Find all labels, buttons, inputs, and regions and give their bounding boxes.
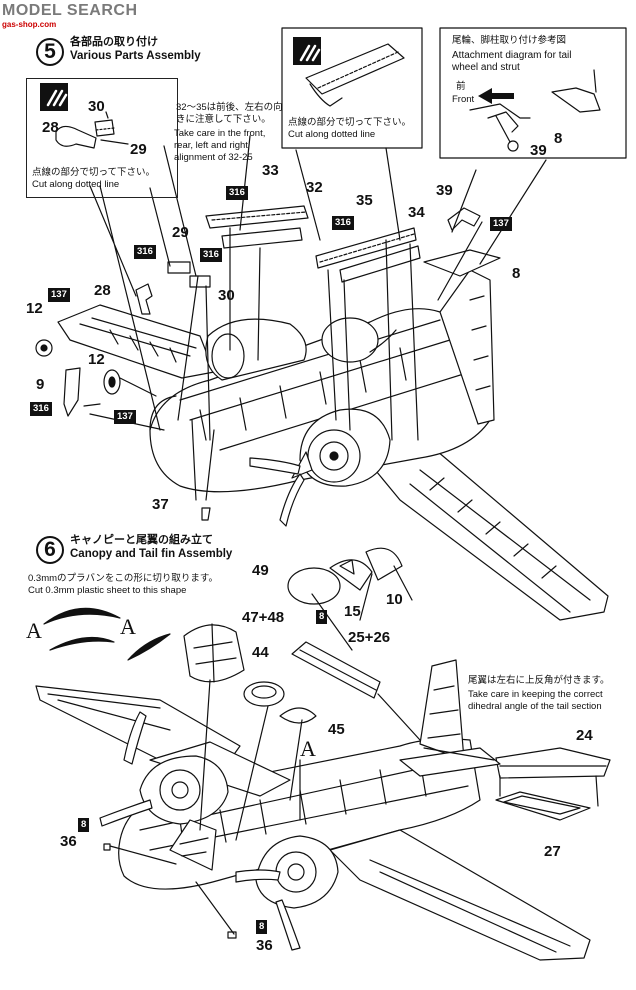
paint-badge-137-c: 137 [490, 217, 512, 232]
part-label-49: 49 [252, 562, 269, 579]
inset-title-en-1: Attachment diagram for tail [452, 50, 572, 61]
dihedral-note-jp: 尾翼は左右に上反角が付きます。 [468, 675, 610, 686]
part-label-47-48: 47+48 [242, 609, 285, 626]
note-alignment-en-3: alignment of 32-25 [174, 152, 253, 163]
step5-title-jp: 各部品の取り付け [70, 36, 158, 48]
inset-title-en-2: wheel and strut [452, 62, 520, 73]
part-label-39-inset: 39 [530, 142, 547, 159]
part-label-25-26: 25+26 [348, 629, 391, 646]
cut-dotted-jp-2: 点線の部分で切って下さい。 [288, 117, 412, 128]
front-arrow [478, 88, 514, 104]
plastic-sheet-en: Cut 0.3mm plastic sheet to this shape [28, 585, 187, 596]
paint-badge-137-b: 137 [114, 410, 136, 425]
part-label-28-inset: 28 [42, 119, 59, 136]
inset-box-tail-wheel [439, 27, 627, 159]
label-a-canopy: A [120, 614, 136, 639]
part-label-12-left: 12 [26, 300, 43, 317]
label-a-sheet: A [26, 618, 42, 643]
cut-dotted-jp-1: 点線の部分で切って下さい。 [32, 167, 156, 178]
inset-box-small-parts [26, 78, 178, 198]
label-a-fuselage: A [300, 736, 316, 761]
part-label-33: 33 [262, 162, 279, 179]
front-label-jp: 前 [456, 81, 466, 92]
part-label-9: 9 [36, 376, 45, 393]
note-alignment-en-1: Take care in the front, [174, 128, 266, 139]
step6-number: 6 [36, 536, 64, 564]
step5-title-en: Various Parts Assembly [70, 50, 201, 62]
paint-badge-8-b: 8 [78, 818, 90, 833]
part-label-27: 27 [544, 843, 561, 860]
step6-title-jp: キャノピーと尾翼の組み立て [70, 534, 213, 546]
part-label-35: 35 [356, 192, 373, 209]
part-label-34: 34 [408, 204, 425, 221]
part-label-39: 39 [436, 182, 453, 199]
paint-badge-316-d: 316 [200, 248, 222, 263]
part-label-36-bottom: 36 [256, 937, 273, 954]
paint-badge-316-a: 316 [226, 186, 248, 201]
inset-box-part-28-29-30 [40, 83, 129, 149]
part-label-32: 32 [306, 179, 323, 196]
part-label-8-inset: 8 [554, 130, 563, 147]
dihedral-note-en-2: dihedral angle of the tail section [468, 701, 602, 712]
step6-title-en: Canopy and Tail fin Assembly [70, 548, 233, 560]
inset-box-part-32-33 [281, 27, 423, 149]
part-label-36-top: 36 [60, 833, 77, 850]
cut-dotted-en-1: Cut along dotted line [32, 179, 120, 190]
paint-badge-316-c: 316 [134, 245, 156, 260]
step5-number: 5 [36, 38, 64, 66]
note-alignment-jp-2: きに注意して下さい。 [176, 114, 271, 125]
inset-title-jp: 尾輪、脚柱取り付け参考図 [452, 35, 567, 46]
note-alignment-en-2: rear, left and right [174, 140, 248, 151]
part-label-12-right: 12 [88, 351, 105, 368]
part-label-8: 8 [512, 265, 521, 282]
paint-badge-316-b: 316 [332, 216, 354, 231]
paint-badge-8-a: 8 [316, 610, 328, 625]
part-label-28: 28 [94, 282, 111, 299]
aircraft-step5 [35, 135, 609, 621]
watermark-site: gas-shop.com [2, 20, 57, 29]
part-label-15: 15 [344, 603, 361, 620]
part-label-45: 45 [328, 721, 345, 738]
watermark-text: MODEL SEARCH [2, 2, 138, 19]
part-label-44: 44 [252, 644, 269, 661]
front-label-en: Front [452, 94, 475, 105]
plastic-sheet-jp: 0.3mmのプラバンをこの形に切り取ります。 [28, 573, 218, 584]
aircraft-step6 [35, 547, 611, 961]
part-label-29-inset: 29 [130, 141, 147, 158]
paint-badge-137-a: 137 [48, 288, 70, 303]
paint-badge-8-c: 8 [256, 920, 268, 935]
paint-badge-316-e: 316 [30, 402, 52, 417]
part-label-29: 29 [172, 224, 189, 241]
part-label-37: 37 [152, 496, 169, 513]
dihedral-note-en-1: Take care in keeping the correct [468, 689, 603, 700]
part-label-30-inset: 30 [88, 98, 105, 115]
cut-dotted-en-2: Cut along dotted line [288, 129, 376, 140]
note-alignment-jp-1: 32～35は前後、左右の向 [176, 102, 283, 113]
part-label-30: 30 [218, 287, 235, 304]
part-label-24: 24 [576, 727, 593, 744]
part-label-10: 10 [386, 591, 403, 608]
